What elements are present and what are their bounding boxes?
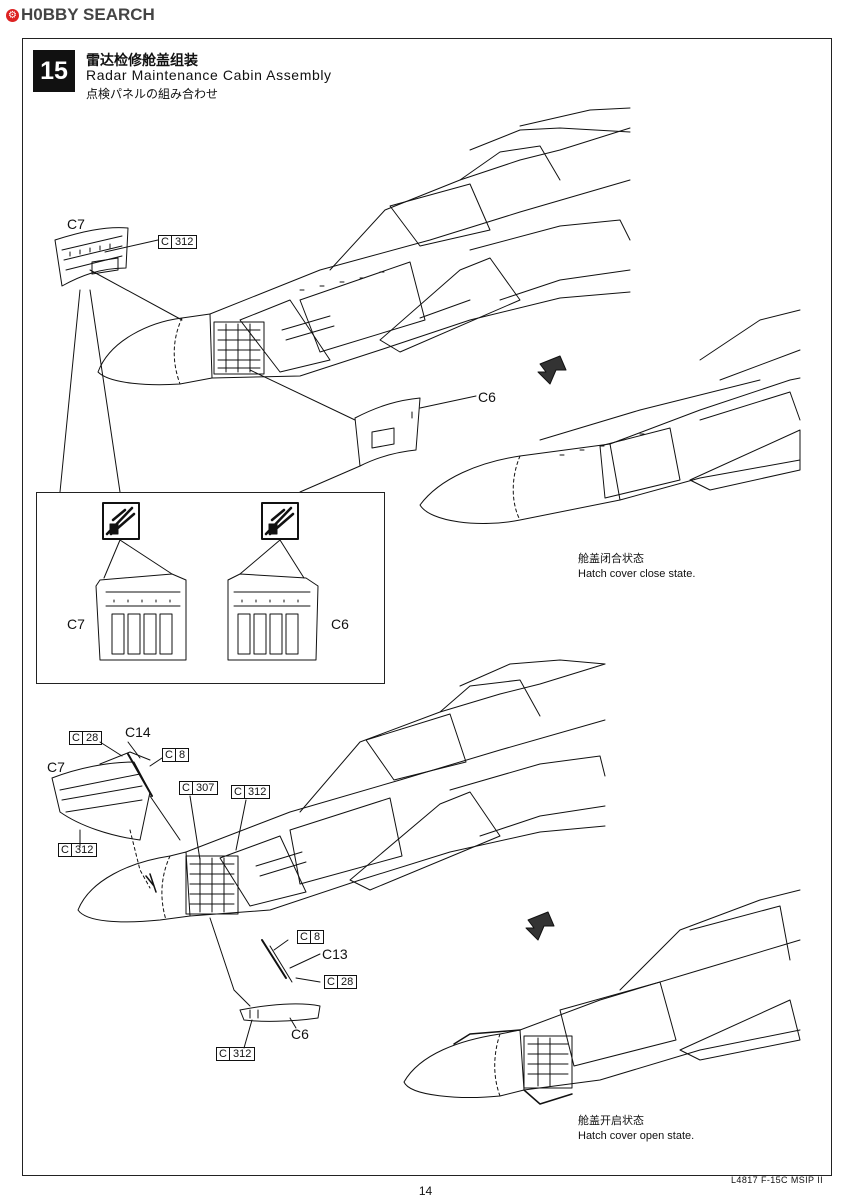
label-c7-bottom: C7 (47, 759, 65, 775)
leader-c8-b (273, 939, 289, 951)
leader-c307 (189, 795, 201, 861)
arrow-down-bottom (525, 911, 555, 941)
ref-c8-b-prefix: C (297, 930, 311, 944)
leader-c6-bay (209, 917, 251, 1007)
ref-c312-top-prefix: C (158, 235, 172, 249)
ref-c28-b-prefix: C (324, 975, 338, 989)
part-c6-bottom (239, 939, 321, 1022)
ref-c8-b-num: 8 (310, 930, 325, 944)
page-frame (22, 38, 832, 1176)
leader-c7-to-bay (89, 269, 183, 321)
label-c6-bottom: C6 (291, 1026, 309, 1042)
leader-c28-b (295, 977, 321, 983)
leader-detail-c6 (299, 465, 361, 493)
detail-label-c7: C7 (67, 616, 85, 632)
detail-inset (36, 492, 385, 684)
leader-c13 (289, 953, 321, 969)
aircraft-top-closed (419, 309, 801, 524)
leader-c6-to-bay (249, 369, 356, 421)
ref-c312-b-num: 312 (71, 843, 98, 857)
leader-c312-c6 (243, 1019, 253, 1049)
part-c6-top (354, 397, 421, 467)
label-c7-top: C7 (67, 216, 85, 232)
ref-c312-b-prefix: C (58, 843, 72, 857)
ref-c312-a-num: 312 (244, 785, 271, 799)
step-title-en: Radar Maintenance Cabin Assembly (86, 67, 332, 83)
label-c13: C13 (322, 946, 348, 962)
ref-c312-c-num: 312 (229, 1047, 256, 1061)
aircraft-bottom-main (77, 659, 606, 923)
model-number: L4817 F-15C MSIP II (731, 1175, 823, 1185)
leader-c312-a (235, 799, 247, 851)
leader-c7-bay (129, 829, 151, 889)
caption-close-en: Hatch cover close state. (578, 568, 696, 580)
step-title-cn: 雷达检修舱盖组装 (86, 53, 198, 69)
aircraft-bottom-open (403, 889, 801, 1105)
detail-panel-drawings (95, 502, 319, 661)
ref-c8-a-num: 8 (175, 748, 190, 762)
ref-c28-b-num: 28 (337, 975, 358, 989)
leader-c14 (127, 741, 141, 759)
leader-c28-a (99, 741, 123, 757)
part-c7-bottom (51, 751, 153, 841)
watermark-text: H0BBY SEARCH (21, 5, 155, 24)
ref-c307-num: 307 (192, 781, 219, 795)
ref-c8-a-prefix: C (162, 748, 176, 762)
page-number: 14 (418, 1184, 433, 1198)
leader-c6-bottom (289, 1017, 297, 1029)
leader-c312-top (104, 239, 159, 253)
caption-open-en: Hatch cover open state. (578, 1130, 695, 1142)
leader-detail-right (89, 289, 121, 493)
leader-detail-left (59, 289, 81, 493)
ref-c28-a-num: 28 (82, 731, 103, 745)
step-title-jp: 点検パネルの組み合わせ (86, 87, 219, 101)
caption-close-cn: 舱盖闭合状态 (578, 552, 644, 565)
aircraft-top-main (97, 107, 631, 386)
label-c6-top: C6 (478, 389, 496, 405)
part-c7-top (54, 227, 129, 287)
leader-c6-top (419, 395, 477, 409)
ref-c28-a-prefix: C (69, 731, 83, 745)
caption-open-cn: 舱盖开启状态 (578, 1114, 644, 1127)
watermark-logo: ⚙H0BBY SEARCH (6, 5, 155, 25)
leader-c8-a (149, 757, 163, 767)
arrow-down-top (537, 355, 567, 385)
ref-c312-c-prefix: C (216, 1047, 230, 1061)
label-c14: C14 (125, 724, 151, 740)
ref-c307-prefix: C (179, 781, 193, 795)
watermark: ⚙H0BBY SEARCH (6, 4, 155, 26)
ref-c312-top-num: 312 (171, 235, 198, 249)
detail-label-c6: C6 (331, 616, 349, 632)
ref-c312-a-prefix: C (231, 785, 245, 799)
step-number: 15 (33, 50, 75, 92)
